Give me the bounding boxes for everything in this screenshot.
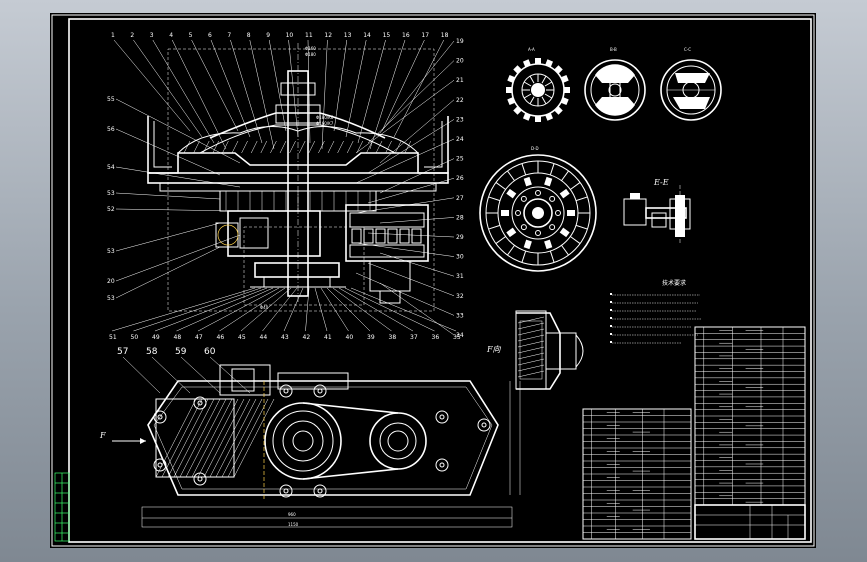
section-label-c: C-C bbox=[684, 47, 691, 52]
callout-top-11: 11 bbox=[305, 32, 313, 39]
callout-bottom-45: 45 bbox=[238, 334, 246, 341]
force-label-side: F向 bbox=[486, 345, 502, 354]
callout-right-24: 24 bbox=[456, 136, 464, 143]
callout-top-9: 9 bbox=[266, 32, 270, 39]
section-d-disc bbox=[479, 154, 597, 272]
callout-left-20-6: 20 bbox=[107, 278, 115, 285]
svg-text:Φ40: Φ40 bbox=[260, 305, 269, 310]
callout-right-26: 26 bbox=[456, 175, 464, 182]
callout-right-34: 34 bbox=[456, 332, 464, 339]
inner-frame bbox=[68, 18, 812, 543]
callout-right-23: 23 bbox=[456, 116, 464, 123]
callout-plan-57: 57 bbox=[117, 347, 128, 357]
callout-left-53-7: 53 bbox=[107, 295, 115, 302]
callout-right-20: 20 bbox=[456, 58, 464, 65]
svg-text:Φ180/K6: Φ180/K6 bbox=[316, 115, 334, 120]
callout-top-15: 15 bbox=[383, 32, 391, 39]
main-elevation-view: Φ160 Φ180 Φ180/K6 Φ160/K7 Φ40 bbox=[113, 39, 449, 312]
callout-top-16: 16 bbox=[402, 32, 410, 39]
callout-top-14: 14 bbox=[363, 32, 371, 39]
callout-left-53-5: 53 bbox=[107, 248, 115, 255]
callout-bottom-40: 40 bbox=[346, 334, 354, 341]
section-e-view bbox=[623, 185, 691, 245]
callout-left-53-3: 53 bbox=[107, 190, 115, 197]
callout-left-52-4: 52 bbox=[107, 206, 115, 213]
callout-top-7: 7 bbox=[227, 32, 231, 39]
callout-left-54-2: 54 bbox=[107, 164, 115, 171]
section-label-e: E-E bbox=[653, 178, 669, 187]
section-f-view bbox=[515, 310, 584, 390]
callout-top-8: 8 bbox=[247, 32, 251, 39]
callout-bottom-44: 44 bbox=[260, 334, 268, 341]
section-a-gear bbox=[506, 58, 570, 122]
callout-right-19: 19 bbox=[456, 38, 464, 45]
assembly-drawing: Φ160 Φ180 Φ180/K6 Φ160/K7 Φ40 1234567891… bbox=[51, 14, 815, 547]
binding-strip bbox=[54, 472, 70, 542]
callout-right-22: 22 bbox=[456, 97, 464, 104]
callout-top-1: 1 bbox=[111, 32, 115, 39]
callout-top-6: 6 bbox=[208, 32, 212, 39]
svg-text:Φ160: Φ160 bbox=[305, 46, 316, 51]
callout-right-33: 33 bbox=[456, 312, 464, 319]
callout-bottom-51: 51 bbox=[109, 334, 117, 341]
callout-plan-58: 58 bbox=[146, 347, 158, 357]
callout-top-18: 18 bbox=[441, 32, 449, 39]
callout-top-12: 12 bbox=[324, 32, 332, 39]
callout-right-30: 30 bbox=[456, 254, 464, 261]
callout-bottom-43: 43 bbox=[281, 334, 289, 341]
callout-left-56-1: 56 bbox=[107, 126, 115, 133]
callout-top-4: 4 bbox=[169, 32, 173, 39]
section-c-view bbox=[660, 59, 722, 121]
section-label-a: A-A bbox=[528, 47, 535, 52]
callout-bottom-37: 37 bbox=[410, 334, 418, 341]
callout-bottom-39: 39 bbox=[367, 334, 375, 341]
svg-text:Φ160/K7: Φ160/K7 bbox=[316, 121, 334, 126]
outer-border bbox=[51, 14, 815, 547]
callout-right-27: 27 bbox=[456, 195, 464, 202]
callout-top-2: 2 bbox=[130, 32, 134, 39]
callout-left-55-0: 55 bbox=[107, 96, 115, 103]
callout-bottom-46: 46 bbox=[217, 334, 225, 341]
callout-top-5: 5 bbox=[189, 32, 193, 39]
force-label-main: F bbox=[99, 431, 106, 440]
title-block bbox=[694, 504, 806, 540]
callout-top-17: 17 bbox=[421, 32, 429, 39]
callout-right-28: 28 bbox=[456, 214, 464, 221]
callout-bottom-35: 35 bbox=[453, 334, 461, 341]
parts-list-right bbox=[694, 326, 806, 506]
callout-right-21: 21 bbox=[456, 77, 464, 84]
callout-bottom-36: 36 bbox=[432, 334, 440, 341]
callout-right-31: 31 bbox=[456, 273, 464, 280]
section-label-b: B-B bbox=[610, 47, 617, 52]
callout-right-29: 29 bbox=[456, 234, 464, 241]
svg-text:Φ180: Φ180 bbox=[305, 52, 316, 57]
callout-bottom-41: 41 bbox=[324, 334, 332, 341]
technical-requirements: 技术要求 bbox=[610, 279, 702, 344]
callout-right-32: 32 bbox=[456, 293, 464, 300]
section-b-view bbox=[584, 59, 646, 121]
svg-text:1150: 1150 bbox=[288, 522, 299, 527]
callout-plan-59: 59 bbox=[175, 347, 187, 357]
svg-text:960: 960 bbox=[288, 512, 296, 517]
callout-bottom-49: 49 bbox=[152, 334, 160, 341]
callout-bottom-42: 42 bbox=[303, 334, 311, 341]
callout-plan-60: 60 bbox=[204, 347, 216, 357]
callout-bottom-50: 50 bbox=[131, 334, 139, 341]
tech-title: 技术要求 bbox=[662, 279, 686, 287]
callout-top-13: 13 bbox=[344, 32, 352, 39]
callout-top-10: 10 bbox=[286, 32, 294, 39]
callout-bottom-48: 48 bbox=[174, 334, 182, 341]
parts-list-left bbox=[582, 408, 692, 540]
section-label-d: D-D bbox=[531, 146, 539, 151]
callout-bottom-47: 47 bbox=[195, 334, 203, 341]
callout-right-25: 25 bbox=[456, 156, 464, 163]
plan-view: 960 1150 bbox=[112, 364, 521, 528]
callout-top-3: 3 bbox=[150, 32, 154, 39]
callout-bottom-38: 38 bbox=[389, 334, 397, 341]
